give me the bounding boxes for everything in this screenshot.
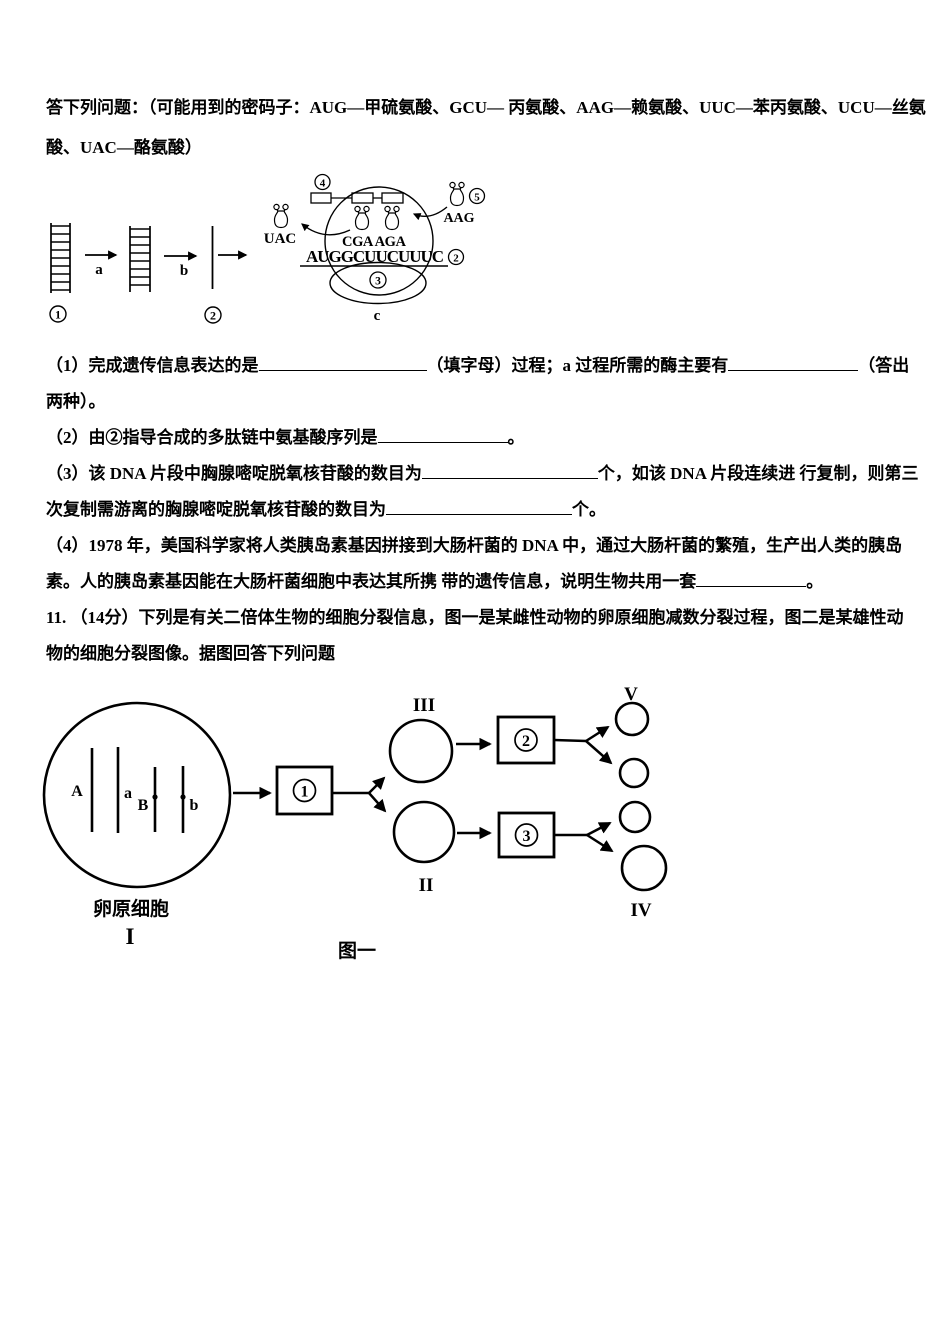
svg-text:2: 2 [522, 733, 530, 750]
anticodon-uac-label: UAC [264, 231, 297, 247]
question-11-line-1: 11. （14分）下列是有关二倍体生物的细胞分裂信息，图一是某雌性动物的卵原细胞… [46, 608, 904, 627]
oogonium-cell [42, 701, 232, 889]
intro-line-2: 酸、UAC—酪氨酸） [46, 138, 202, 157]
question-2-line: （2）由②指导合成的多肽链中氨基酸序列是。 [46, 420, 916, 456]
svg-text:3: 3 [523, 828, 531, 845]
oogonium-label: 卵原细胞 [93, 897, 169, 920]
svg-text:1: 1 [301, 784, 309, 801]
trna-incoming [449, 181, 465, 207]
stage-I-label: I [126, 924, 135, 949]
label-circled-2-strand: 2 [204, 306, 222, 324]
stage-IV-label: IV [630, 900, 651, 921]
branch-2 [553, 725, 613, 765]
step-c-label: c [374, 308, 381, 324]
daughter-cell-small-2 [618, 800, 652, 834]
question-4-line-1: （4）1978 年，美国科学家将人类胰岛素基因拼接到大肠杆菌的 DNA 中，通过… [46, 536, 903, 555]
label-circled-1: 1 [49, 305, 67, 323]
daughter-cell-V [614, 701, 650, 737]
label-circled-3: 3 [369, 271, 387, 289]
svg-text:1: 1 [55, 308, 61, 322]
trna-inside-2 [384, 205, 400, 231]
chromosome-A-label: A [71, 783, 83, 800]
trna-leaving [273, 203, 289, 229]
trna-inside-1 [354, 205, 370, 231]
intro-line-1: 答下列问题：（可能用到的密码子：AUG—甲硫氨酸、GCU— 丙氨酸、AAG—赖氨… [46, 98, 926, 117]
centromere-b [180, 794, 186, 800]
answer-blank [386, 498, 572, 515]
dna-double-strand-2 [129, 226, 151, 292]
gene-expression-diagram: 1 a b 2 [49, 173, 486, 324]
mrna-sequence-text: AUGGCUUCUUUC [306, 247, 444, 266]
svg-text:2: 2 [453, 253, 459, 265]
process-box-1: 1 [275, 765, 334, 816]
branch-1 [332, 776, 387, 813]
anticodon-aag-label: AAG [443, 211, 474, 226]
questions-block: （1）完成遗传信息表达的是（填字母）过程；a 过程所需的酶主要有（答出 两种）。… [46, 348, 919, 672]
answer-blank [696, 570, 807, 587]
svg-text:2: 2 [210, 309, 216, 323]
step-b-label: b [180, 263, 188, 279]
daughter-cell-IV [620, 844, 668, 892]
label-circled-4: 4 [314, 173, 331, 191]
svg-text:5: 5 [474, 192, 480, 204]
cell-II [392, 800, 456, 864]
polypeptide-chain [310, 192, 404, 204]
step-a-label: a [95, 262, 103, 278]
branch-3 [554, 821, 614, 853]
arrow-trna-enter [412, 206, 448, 221]
svg-text:3: 3 [375, 276, 381, 288]
chromosome-b-label: b [190, 797, 199, 814]
question-11-line-2: 物的细胞分裂图像。据图回答下列问题 [46, 644, 335, 663]
answer-blank [421, 462, 598, 479]
daughter-cell-small-1 [618, 757, 650, 789]
answer-blank [728, 354, 859, 371]
question-1-line-2: 两种）。 [46, 392, 106, 411]
label-circled-2-mrna: 2 [447, 248, 465, 266]
label-circled-5: 5 [468, 187, 486, 205]
stage-II-label: II [419, 875, 434, 896]
answer-blank [377, 426, 508, 443]
ribosome-large-subunit [324, 186, 434, 296]
intro-paragraph: 答下列问题：（可能用到的密码子：AUG—甲硫氨酸、GCU— 丙氨酸、AAG—赖氨… [46, 88, 926, 168]
ribosome-small-subunit [329, 261, 427, 305]
chromosome-B-label: B [138, 797, 149, 814]
cell-III [388, 718, 454, 784]
question-1-line-1: （1）完成遗传信息表达的是（填字母）过程；a 过程所需的酶主要有（答出 [46, 348, 916, 384]
chromosome-a-label: a [124, 785, 132, 802]
question-3-line-1: （3）该 DNA 片段中胸腺嘧啶脱氧核苷酸的数目为个，如该 DNA 片段连续进 … [46, 456, 919, 492]
arrow-process-b: b [164, 251, 198, 279]
process-box-2: 2 [496, 715, 556, 765]
svg-text:4: 4 [320, 178, 326, 190]
centromere-B [152, 794, 158, 800]
answer-blank [258, 354, 427, 371]
process-box-3: 3 [497, 811, 556, 859]
dna-double-strand-1 [50, 223, 71, 293]
arrow-process-a: a [85, 250, 118, 278]
chromosomes [90, 747, 185, 833]
arrow-trna-exit [301, 223, 351, 236]
figure-1-caption: 图一 [338, 940, 376, 962]
stage-III-label: III [413, 695, 435, 716]
question-3-line-2: 次复制需游离的胸腺嘧啶脱氧核苷酸的数目为个。 [46, 492, 916, 528]
anticodons-inside-text: CGA AGA [342, 234, 407, 250]
stage-V-label: V [624, 684, 638, 705]
meiosis-flow-diagram: A a B b 卵原细胞 I 1 III II 2 [42, 684, 668, 962]
question-4-line-2: 素。人的胰岛素基因能在大肠杆菌细胞中表达其所携 带的遗传信息，说明生物共用一套。 [46, 564, 916, 600]
